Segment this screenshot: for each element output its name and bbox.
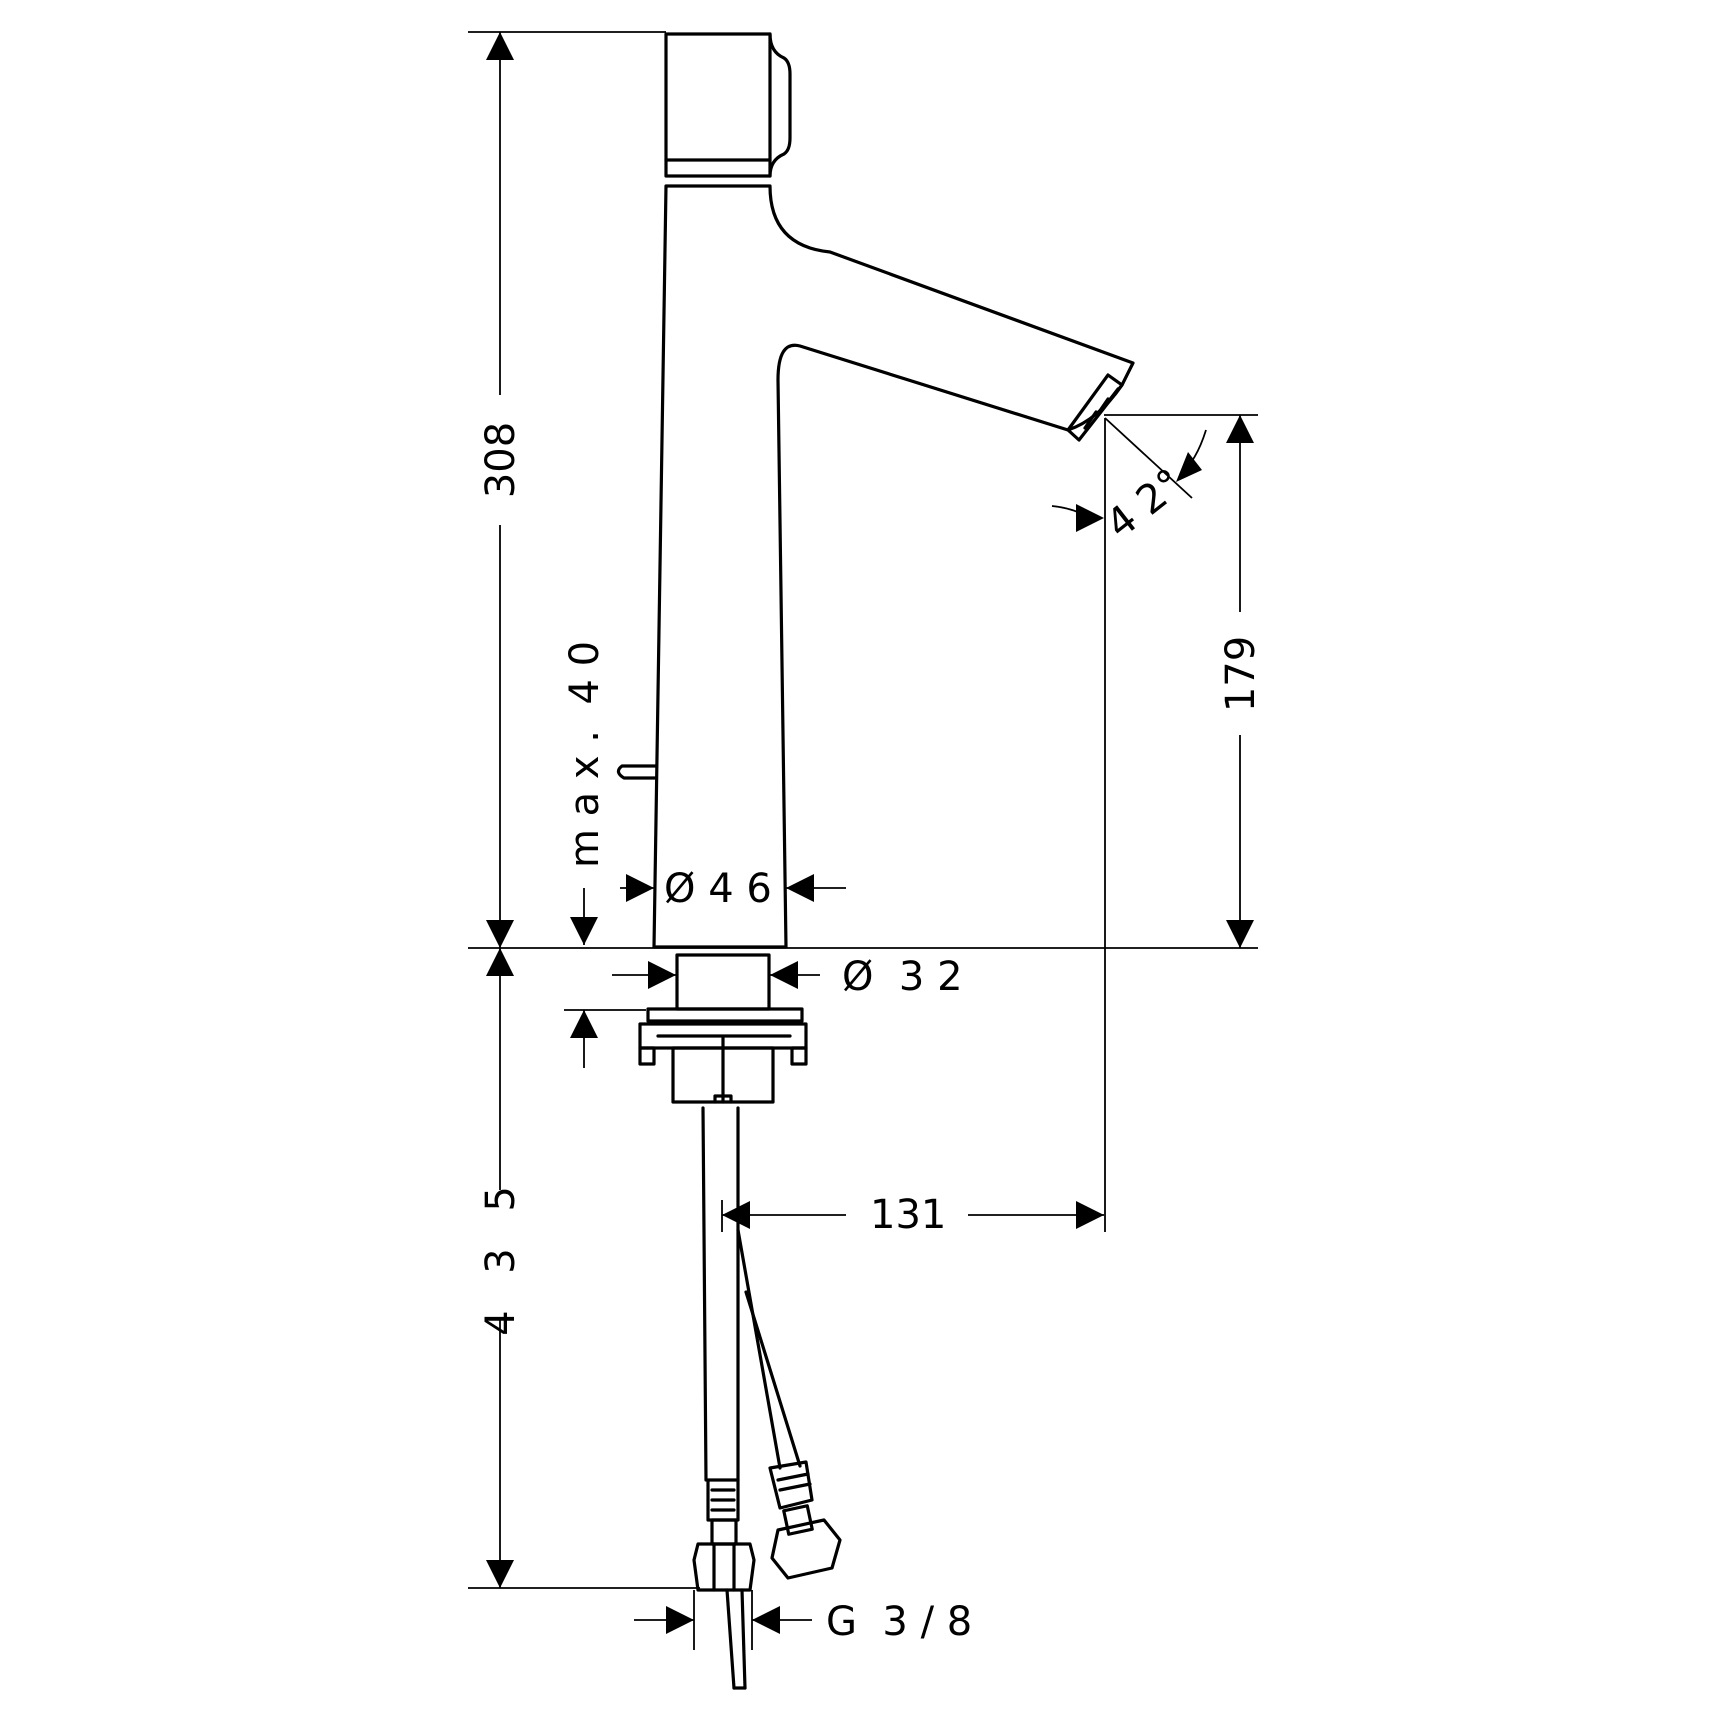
dim-label-179: 179	[1218, 636, 1264, 712]
dim-label-diameter-32: Ø 3 2	[842, 954, 963, 1000]
mounting-nut	[638, 1007, 808, 1104]
dimension-labels: 308 4 3 5 179 m a x . 4 0 Ø 4 6 Ø 3 2 13…	[478, 422, 1264, 1645]
hex-nut-angled	[770, 1518, 842, 1580]
dim-label-max-40: m a x . 4 0	[562, 641, 608, 868]
dim-label-308: 308	[478, 422, 524, 498]
dimension-lines	[468, 31, 1258, 1650]
dim-label-131: 131	[870, 1192, 946, 1238]
dim-label-angle-42: 4 2°	[1098, 460, 1192, 548]
supply-hose-straight	[692, 1106, 756, 1690]
aerator	[1066, 373, 1124, 442]
dim-label-thread-g38: G 3 / 8	[826, 1599, 972, 1645]
dim-label-435: 4 3 5	[478, 1174, 524, 1336]
mounting-shank	[675, 953, 771, 1011]
dim-label-diameter-46: Ø 4 6	[664, 866, 772, 912]
faucet-column	[652, 184, 1135, 949]
push-button	[768, 32, 792, 178]
faucet-outline	[616, 32, 1135, 1690]
hex-nut-straight	[692, 1542, 756, 1592]
pop-up-rod	[616, 764, 658, 780]
handle-cap	[664, 32, 772, 178]
supply-hose-angled	[736, 1228, 842, 1580]
